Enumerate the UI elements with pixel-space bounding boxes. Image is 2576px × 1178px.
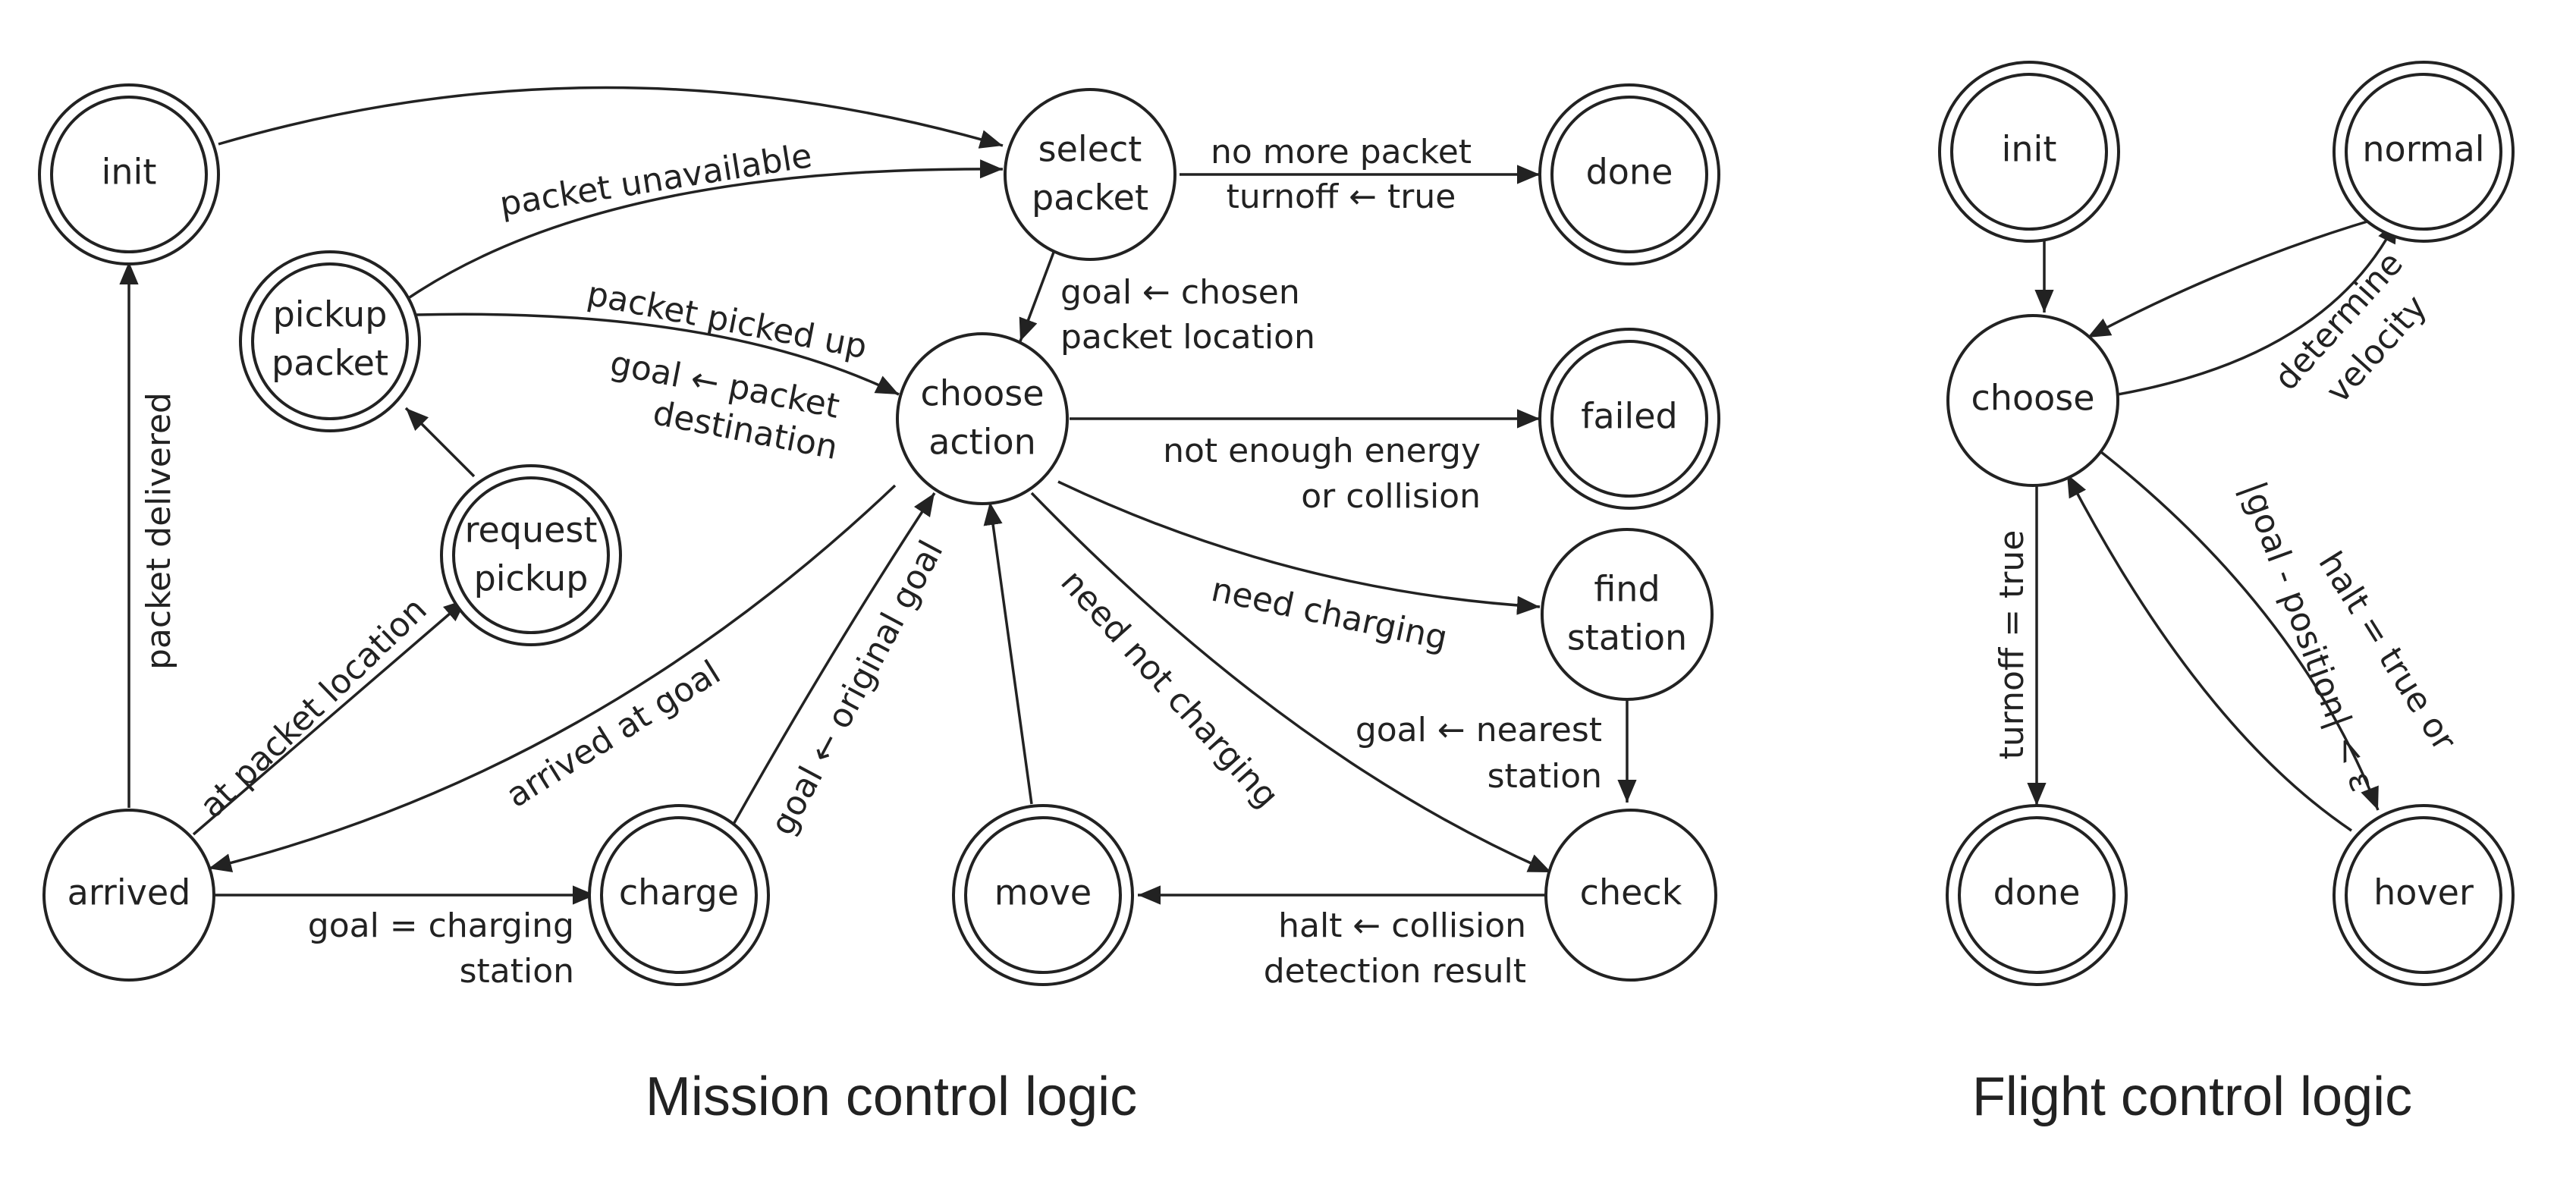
state-request-pickup[interactable]: request pickup	[440, 464, 622, 646]
state-label: normal	[2362, 129, 2484, 170]
state-label: choose	[1971, 378, 2095, 419]
label-goal-original-goal: goal ← original goal	[763, 534, 951, 841]
state-flight-done[interactable]: done	[1946, 804, 2128, 986]
label-detection-result: detection result	[1264, 952, 1526, 991]
label-need-charging: need charging	[1208, 570, 1451, 658]
edge-choose-to-hover	[2096, 448, 2380, 811]
label-packet-delivered: packet delivered	[140, 392, 178, 670]
state-done[interactable]: done	[1538, 83, 1720, 265]
edge-choose-to-normal	[2117, 219, 2399, 396]
edge-pickup-to-choose-action	[415, 313, 900, 396]
label-station: station	[1487, 757, 1602, 796]
label-arrived-at-goal: arrived at goal	[500, 653, 727, 815]
label-charging-station: station	[460, 952, 574, 991]
state-label-line1: select	[1038, 129, 1142, 170]
edge-select-packet-to-choose-action	[1019, 250, 1056, 342]
state-init[interactable]: init	[38, 83, 220, 265]
state-label: init	[2002, 129, 2057, 170]
edge-normal-to-choose	[2087, 212, 2394, 339]
state-flight-hover[interactable]: hover	[2333, 804, 2515, 986]
edge-choose-action-to-find-station	[1057, 480, 1541, 615]
label-no-more-packet: no more packet	[1211, 133, 1472, 171]
state-find-station[interactable]: find station	[1541, 528, 1714, 701]
edge-move-to-choose-action	[983, 501, 1033, 805]
edge-arrived-to-request-pickup	[192, 598, 468, 836]
state-failed[interactable]: failed	[1538, 328, 1720, 510]
state-label-line1: choose	[921, 373, 1045, 414]
label-at-packet-location: at packet location	[193, 590, 435, 825]
state-label: failed	[1581, 396, 1677, 437]
state-label-line1: request	[465, 510, 598, 551]
state-label-line2: packet	[272, 343, 388, 384]
state-label: check	[1580, 872, 1682, 913]
flight-caption: Flight control logic	[1972, 1066, 2412, 1127]
edge-charge-to-choose-action	[730, 492, 936, 828]
state-choose-action[interactable]: choose action	[896, 332, 1069, 505]
state-pickup-packet[interactable]: pickup packet	[239, 250, 421, 432]
edge-request-pickup-to-pickup	[404, 407, 476, 478]
state-label: init	[102, 152, 157, 193]
state-flight-normal[interactable]: normal	[2333, 61, 2515, 243]
edge-pickup-to-select-packet	[409, 159, 1004, 299]
label-packet-location: packet location	[1060, 318, 1315, 357]
edge-choose-action-to-check	[1030, 492, 1552, 874]
mission-caption: Mission control logic	[646, 1066, 1137, 1127]
flight-control-logic: init normal choose done hover determine …	[1938, 61, 2515, 1127]
state-label: move	[994, 872, 1092, 913]
label-halt-collision: halt ← collision	[1278, 906, 1526, 945]
edge-init-to-select-packet	[218, 86, 1004, 149]
mission-control-logic: init select packet done pickup packet ch…	[38, 83, 1720, 1127]
state-label: charge	[619, 872, 739, 913]
state-label-line2: action	[928, 422, 1036, 463]
state-label-line2: pickup	[474, 558, 589, 599]
state-check[interactable]: check	[1544, 809, 1717, 982]
label-goal-nearest: goal ← nearest	[1356, 711, 1602, 749]
label-or-collision: or collision	[1301, 477, 1481, 516]
state-label: done	[1993, 872, 2081, 913]
edge-choose-action-to-arrived	[208, 484, 897, 873]
label-not-enough-energy: not enough energy	[1163, 432, 1481, 470]
state-move[interactable]: move	[952, 804, 1134, 986]
state-label-line1: find	[1594, 569, 1660, 610]
mission-transitions	[119, 86, 1637, 905]
label-turnoff-true: turnoff ← true	[1227, 177, 1456, 216]
state-label: hover	[2373, 872, 2474, 913]
state-select-packet[interactable]: select packet	[1004, 88, 1176, 261]
state-flight-init[interactable]: init	[1938, 61, 2120, 243]
state-label-line2: station	[1567, 617, 1687, 658]
label-packet-unavailable: packet unavailable	[497, 137, 815, 224]
state-arrived[interactable]: arrived	[42, 809, 215, 982]
state-label: arrived	[68, 872, 191, 913]
state-label-line2: packet	[1032, 177, 1148, 218]
state-label-line1: pickup	[273, 294, 388, 335]
state-flight-choose[interactable]: choose	[1946, 314, 2119, 487]
flight-transitions	[2027, 212, 2399, 832]
label-goal-chosen: goal ← chosen	[1060, 273, 1300, 312]
label-goal-charging: goal = charging	[308, 906, 574, 945]
state-label: done	[1586, 152, 1673, 193]
edge-hover-to-choose	[2066, 473, 2352, 832]
label-turnoff-true: turnoff = true	[1993, 530, 2031, 760]
state-charge[interactable]: charge	[588, 804, 770, 986]
